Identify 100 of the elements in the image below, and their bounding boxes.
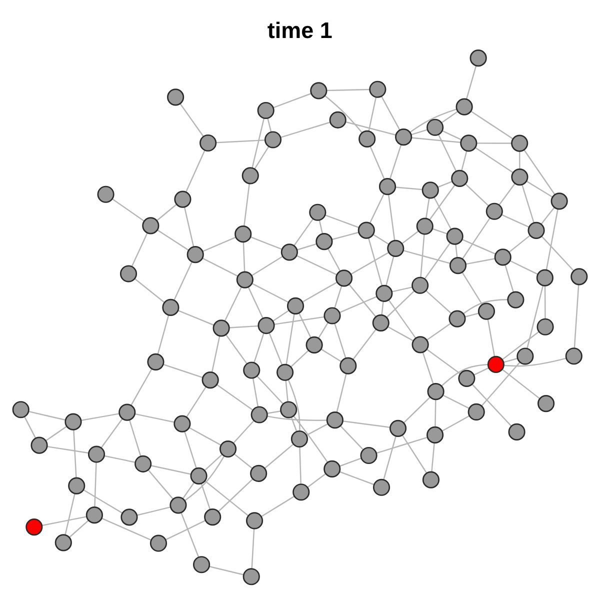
connector [254, 146, 270, 169]
connector [200, 482, 211, 510]
connector [540, 206, 555, 224]
connector [336, 372, 347, 412]
connector [463, 298, 508, 314]
connector [136, 506, 171, 516]
node-circle [458, 369, 476, 386]
connector [188, 426, 222, 446]
connector [524, 149, 556, 194]
connector [234, 452, 253, 468]
node-circle [446, 227, 464, 244]
node-circle [511, 134, 528, 152]
connector [526, 284, 544, 348]
node-circle [376, 284, 393, 302]
node-circle [378, 178, 396, 195]
connector [204, 480, 249, 516]
node-circle [250, 464, 268, 482]
node-circle [174, 190, 192, 208]
node-circle [536, 318, 554, 335]
connector [68, 519, 89, 538]
node-circle [324, 306, 341, 324]
connector [293, 415, 328, 462]
connector [404, 396, 430, 423]
node-circle [329, 110, 346, 128]
connector [290, 416, 298, 432]
connector [380, 96, 400, 130]
connector [334, 285, 342, 308]
connector [204, 454, 223, 470]
node-circle [309, 203, 326, 220]
connector [388, 326, 414, 341]
connector [268, 332, 283, 365]
node-circle [242, 568, 260, 585]
node-circle [167, 88, 184, 106]
node-circle [30, 436, 48, 454]
connector [546, 208, 558, 270]
node-circle [372, 478, 390, 496]
connector [340, 296, 378, 312]
node-circle [511, 168, 528, 186]
connector [386, 290, 414, 318]
connector [350, 252, 389, 274]
connector [134, 412, 174, 422]
connector [42, 516, 86, 526]
node-circle [88, 445, 106, 462]
node-circle [372, 314, 390, 331]
connector [434, 398, 436, 427]
connector [434, 196, 452, 229]
node-circle [12, 400, 30, 418]
connector [481, 361, 520, 406]
node-circle [448, 310, 466, 327]
connector [465, 312, 479, 317]
connector [180, 512, 200, 557]
connector [296, 254, 338, 275]
connector [280, 121, 330, 138]
node-circle [286, 296, 304, 314]
connector [264, 443, 294, 468]
connector [216, 139, 266, 143]
node-circle [487, 355, 504, 372]
node-circle [134, 454, 152, 472]
connector [465, 183, 490, 206]
node-circle [54, 534, 72, 551]
node-circle [395, 128, 412, 146]
connector [348, 284, 376, 317]
connector [233, 420, 254, 443]
connector [174, 261, 193, 300]
connector [370, 145, 385, 179]
node-circle [468, 402, 485, 420]
node-circle [68, 476, 86, 494]
node-circle [97, 185, 114, 202]
connector [410, 108, 457, 132]
node-circle [470, 49, 487, 66]
node-circle [536, 268, 554, 286]
connector [211, 335, 220, 372]
connector [131, 232, 148, 266]
connector [242, 241, 246, 272]
connector [256, 375, 284, 404]
connector [104, 454, 136, 462]
connector [402, 434, 428, 473]
connector [502, 368, 540, 398]
connector [267, 118, 272, 132]
connector [519, 150, 520, 168]
connector [443, 394, 470, 408]
connector [326, 88, 370, 91]
connector [302, 281, 338, 302]
connector [498, 182, 516, 205]
node-circle [335, 269, 353, 286]
connector [101, 517, 152, 540]
node-circle [326, 411, 344, 428]
node-circle [427, 382, 444, 400]
connector [339, 457, 362, 466]
connector [156, 203, 177, 221]
node-circle [412, 336, 429, 353]
connector [261, 495, 295, 516]
node-circle [200, 134, 217, 152]
connector [426, 198, 430, 218]
connector [526, 180, 553, 197]
node-circle [147, 352, 164, 370]
connector [229, 324, 258, 328]
connector [369, 192, 385, 223]
connector [202, 236, 236, 252]
connector [412, 136, 461, 143]
